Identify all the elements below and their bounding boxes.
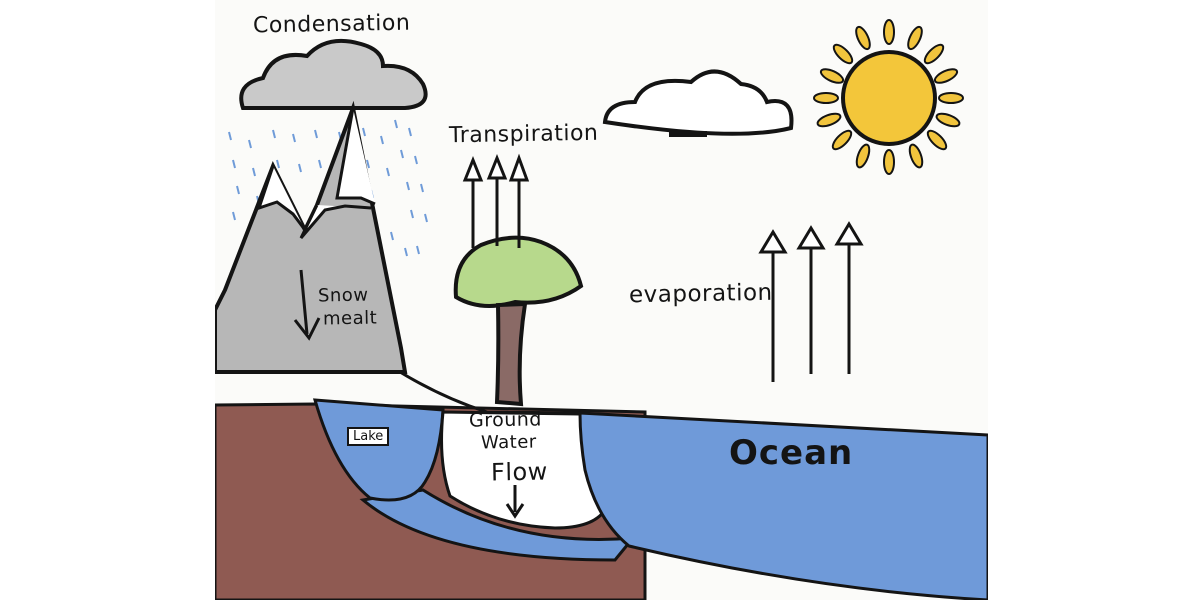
tree-trunk [494,301,528,407]
groundwater-arc [359,488,637,562]
transpiration-label: Transpiration [448,120,599,149]
sun-body [841,50,937,146]
snow-melt-label-line1: Snow [317,284,369,307]
ocean-body [578,411,988,600]
snowcap-right [299,204,372,239]
condensation-label: Condensation [252,10,411,39]
lake-label: Lake [347,427,390,446]
evaporation-label: evaporation [628,279,773,309]
snow-melt-label-line2: mealt [322,307,378,330]
evaporation-arrows [758,221,864,382]
snowcap-peak [335,107,376,206]
ocean-label: Ocean [729,433,854,473]
groundwater-label-line2: Water [480,431,537,454]
mountain [215,100,408,374]
outline-cloud [602,69,794,136]
groundwater-label-line1: Ground [468,408,543,432]
snowcap-left [256,165,307,231]
lake-body [312,398,445,502]
groundwater-arrow [505,485,525,519]
rain-cloud [239,39,428,110]
groundwater-label-line3: Flow [490,457,549,487]
sun-rays [813,19,964,175]
tree-canopy [453,235,584,308]
water-cycle-drawing [215,19,988,600]
drawing-sheet: Condensation Transpiration evaporation S… [215,0,988,600]
snow-melt-arrow [293,269,321,341]
transpiration-arrows [462,153,530,248]
